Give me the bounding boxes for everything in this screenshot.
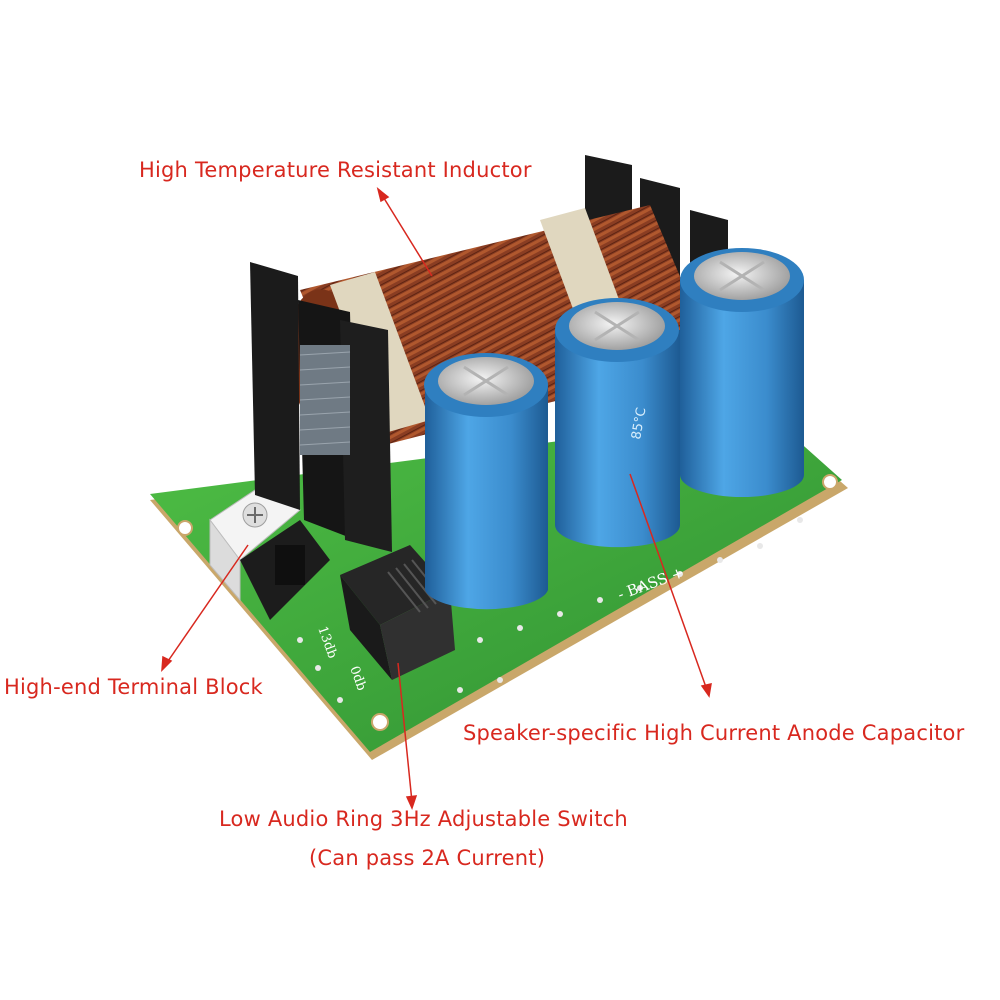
db-switch xyxy=(340,545,455,680)
inductor-callout-label: High Temperature Resistant Inductor xyxy=(139,158,532,182)
terminal-block-callout-label: High-end Terminal Block xyxy=(4,675,263,699)
inductor xyxy=(250,155,728,552)
callout-arrows xyxy=(161,187,712,811)
capacitor-rating-text: 85°C xyxy=(629,406,649,440)
capacitor-callout-label: Speaker-specific High Current Anode Capa… xyxy=(463,721,965,745)
switch-callout-sublabel: (Can pass 2A Current) xyxy=(309,846,546,870)
switch-callout-label: Low Audio Ring 3Hz Adjustable Switch xyxy=(219,807,628,831)
capacitor-front xyxy=(424,353,548,610)
capacitor-rear xyxy=(680,248,804,497)
capacitor-middle: 85°C xyxy=(555,298,680,548)
